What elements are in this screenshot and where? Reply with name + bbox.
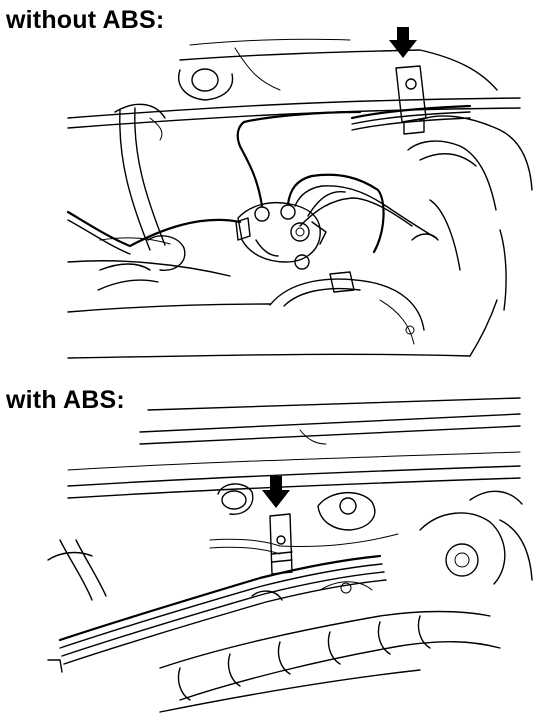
mount-bolt: [221, 490, 247, 510]
with-abs-drawing: [47, 397, 533, 713]
round-hub: [445, 543, 479, 577]
without-abs-drawing: [66, 27, 533, 359]
down-arrow-icon: [262, 476, 290, 508]
body-hole: [191, 68, 219, 92]
down-arrow-icon: [389, 27, 417, 58]
with-abs-label: with ABS:: [6, 386, 125, 414]
pipe-clamp-bottom: [269, 513, 293, 575]
brake-junction-block: [235, 201, 327, 270]
without-abs-label: without ABS:: [6, 6, 165, 34]
